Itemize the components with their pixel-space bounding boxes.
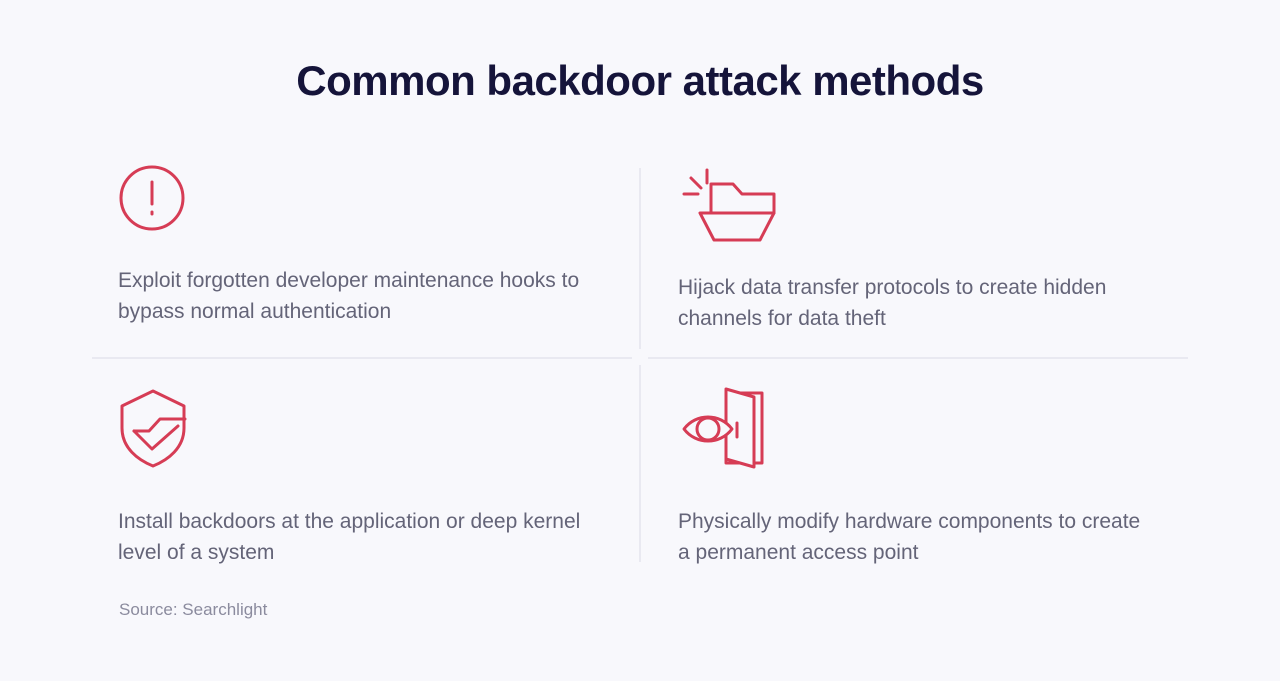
icon-container xyxy=(668,380,1188,476)
open-folder-alert-icon xyxy=(682,168,776,242)
icon-container xyxy=(92,380,612,476)
icon-container xyxy=(92,150,612,246)
methods-grid: Exploit forgotten developer maintenance … xyxy=(92,150,1188,570)
icon-container xyxy=(668,158,1188,254)
method-description: Install backdoors at the application or … xyxy=(118,510,581,564)
divider-gap xyxy=(639,349,641,365)
method-card-2: Hijack data transfer protocols to create… xyxy=(668,158,1188,334)
vertical-divider xyxy=(639,168,641,562)
alert-circle-icon xyxy=(119,165,185,231)
method-card-1: Exploit forgotten developer maintenance … xyxy=(92,150,612,327)
method-card-3: Install backdoors at the application or … xyxy=(92,380,612,568)
shield-check-icon xyxy=(120,389,187,468)
method-description: Exploit forgotten developer maintenance … xyxy=(118,269,580,323)
page-title: Common backdoor attack methods xyxy=(296,57,984,104)
method-description: Physically modify hardware components to… xyxy=(678,510,1141,564)
method-description: Hijack data transfer protocols to create… xyxy=(678,276,1107,330)
method-card-4: Physically modify hardware components to… xyxy=(668,380,1188,568)
door-eye-icon xyxy=(682,387,764,469)
source-attribution: Source: Searchlight xyxy=(119,600,268,619)
